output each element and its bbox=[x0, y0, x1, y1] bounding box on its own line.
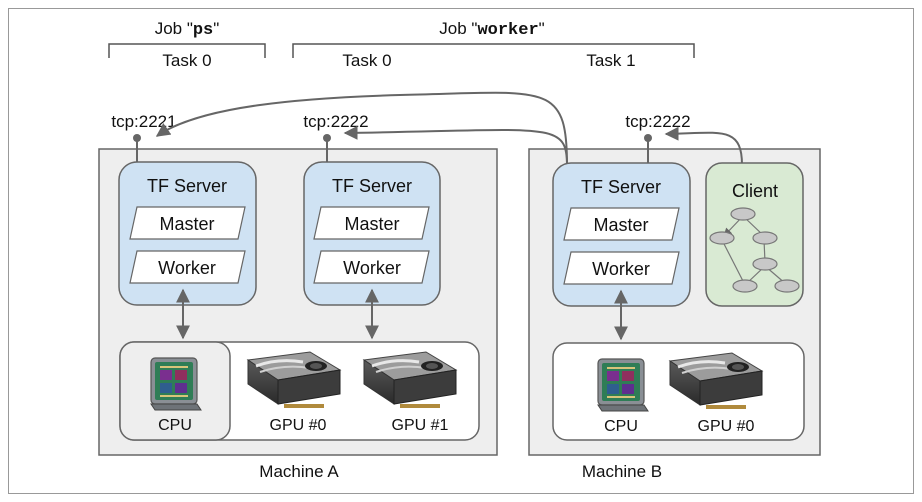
worker-box bbox=[313, 250, 430, 284]
worker-task-1-label: Task 1 bbox=[586, 51, 635, 70]
worker-label: Worker bbox=[343, 258, 401, 278]
svg-text:tcp:2222: tcp:2222 bbox=[303, 112, 368, 131]
job-worker-label: Job "worker" bbox=[439, 19, 544, 40]
worker-task-0-label: Task 0 bbox=[342, 51, 391, 70]
server-title: TF Server bbox=[581, 177, 661, 197]
worker-label: Worker bbox=[592, 259, 650, 279]
machine-b-devices-box bbox=[552, 342, 805, 441]
machine-b-label: Machine B bbox=[582, 462, 662, 481]
port-tcp-2222-machine-b: tcp:2222 bbox=[625, 112, 691, 163]
job-ps-label: Job "ps" bbox=[155, 19, 220, 40]
figure-frame bbox=[8, 8, 914, 494]
tf-server-worker-task-1: TF Server Master Worker bbox=[552, 162, 691, 307]
job-worker-bracket bbox=[292, 43, 695, 58]
arrow-worker1-to-worker0 bbox=[343, 125, 568, 166]
machine-a-label: Machine A bbox=[259, 462, 339, 481]
worker-box bbox=[129, 250, 246, 284]
worker-box bbox=[563, 251, 680, 285]
client-box: Client bbox=[705, 162, 804, 307]
tf-server-ps-task-0: TF Server Master Worker bbox=[118, 161, 257, 306]
svg-text:tcp:2222: tcp:2222 bbox=[625, 112, 690, 131]
job-ps-bracket bbox=[108, 43, 266, 58]
master-box bbox=[313, 206, 430, 240]
client-graph-icon bbox=[709, 207, 800, 293]
client-label: Client bbox=[732, 181, 778, 201]
device-label-gpu0-b: GPU #0 bbox=[698, 418, 755, 435]
master-label: Master bbox=[593, 215, 648, 235]
tf-server-worker-task-0: TF Server Master Worker bbox=[303, 161, 441, 306]
master-box bbox=[563, 207, 680, 241]
device-label-cpu-a: CPU bbox=[158, 417, 192, 434]
arrow-worker1-to-ps bbox=[155, 91, 568, 166]
device-label-gpu0-a: GPU #0 bbox=[270, 417, 327, 434]
cpu-icon bbox=[150, 357, 202, 411]
worker-label: Worker bbox=[158, 258, 216, 278]
svg-text:tcp:2221: tcp:2221 bbox=[111, 112, 176, 131]
arrow-client-to-server bbox=[664, 126, 743, 166]
server-title: TF Server bbox=[147, 176, 227, 196]
ps-task-0-label: Task 0 bbox=[162, 51, 211, 70]
job-worker-group: Job "worker" Task 0 Task 1 bbox=[292, 19, 695, 70]
master-label: Master bbox=[344, 214, 399, 234]
master-label: Master bbox=[159, 214, 214, 234]
device-label-gpu1-a: GPU #1 bbox=[392, 417, 449, 434]
job-ps-group: Job "ps" Task 0 bbox=[108, 19, 266, 70]
device-label-cpu-b: CPU bbox=[604, 418, 638, 435]
cpu-icon bbox=[597, 358, 649, 412]
master-box bbox=[129, 206, 246, 240]
server-title: TF Server bbox=[332, 176, 412, 196]
